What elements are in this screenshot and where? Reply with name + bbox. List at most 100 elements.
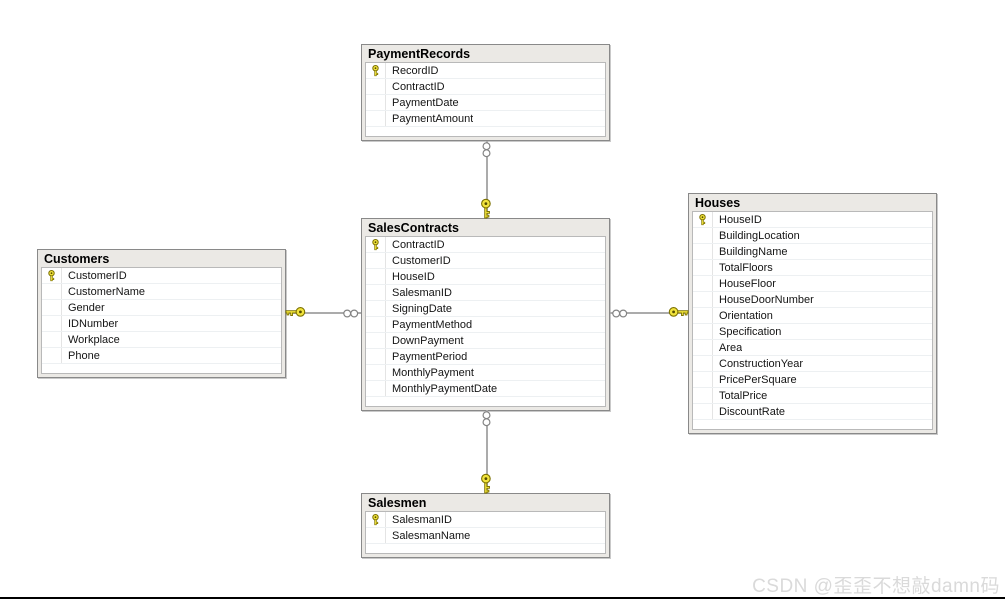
- table-row[interactable]: HouseID: [693, 212, 932, 228]
- field-name: PaymentAmount: [392, 112, 474, 125]
- field-name: BuildingName: [719, 245, 788, 258]
- field-name: RecordID: [392, 64, 439, 77]
- field-name: DiscountRate: [719, 405, 786, 418]
- key-cell: [693, 324, 713, 339]
- table-row[interactable]: DiscountRate: [693, 404, 932, 420]
- relationship-line-customers-salescontracts[interactable]: [286, 312, 361, 314]
- field-name: DownPayment: [392, 334, 464, 347]
- field-name: SigningDate: [392, 302, 452, 315]
- table-row[interactable]: TotalFloors: [693, 260, 932, 276]
- key-cell: [366, 95, 386, 110]
- table-row[interactable]: CustomerID: [366, 253, 605, 269]
- table-row[interactable]: BuildingName: [693, 244, 932, 260]
- key-cell: [366, 349, 386, 364]
- table-row[interactable]: SigningDate: [366, 301, 605, 317]
- table-row[interactable]: Orientation: [693, 308, 932, 324]
- many-end-infinity-icon: [340, 307, 362, 320]
- table-row[interactable]: MonthlyPaymentDate: [366, 381, 605, 397]
- many-end-infinity-icon: [481, 139, 494, 161]
- table-title[interactable]: Salesmen: [368, 496, 427, 510]
- table-row[interactable]: Specification: [693, 324, 932, 340]
- table-row[interactable]: HouseDoorNumber: [693, 292, 932, 308]
- field-name: SalesmanID: [392, 286, 452, 299]
- table-title[interactable]: Customers: [44, 252, 110, 266]
- field-name: CustomerID: [68, 269, 127, 282]
- key-cell: [42, 284, 62, 299]
- field-name: CustomerID: [392, 254, 451, 267]
- field-name: PricePerSquare: [719, 373, 797, 386]
- key-cell: [366, 269, 386, 284]
- table-row[interactable]: Area: [693, 340, 932, 356]
- field-name: PaymentDate: [392, 96, 459, 109]
- field-name: ConstructionYear: [719, 357, 803, 370]
- table-row[interactable]: PaymentMethod: [366, 317, 605, 333]
- table-row[interactable]: Gender: [42, 300, 281, 316]
- table-row[interactable]: RecordID: [366, 63, 605, 79]
- primary-key-icon: [693, 212, 713, 227]
- table-title[interactable]: Houses: [695, 196, 741, 210]
- table-row[interactable]: CustomerID: [42, 268, 281, 284]
- field-name: Orientation: [719, 309, 773, 322]
- table-row[interactable]: ContractID: [366, 237, 605, 253]
- field-name: ContractID: [392, 238, 445, 251]
- table-row[interactable]: HouseFloor: [693, 276, 932, 292]
- relationship-line-salescontracts-paymentrecords[interactable]: [486, 141, 488, 218]
- key-cell: [366, 253, 386, 268]
- table-row[interactable]: BuildingLocation: [693, 228, 932, 244]
- table-title[interactable]: SalesContracts: [368, 221, 460, 235]
- table-row[interactable]: PricePerSquare: [693, 372, 932, 388]
- key-cell: [693, 276, 713, 291]
- key-cell: [366, 285, 386, 300]
- field-name: TotalFloors: [719, 261, 773, 274]
- table-row[interactable]: HouseID: [366, 269, 605, 285]
- table-row[interactable]: IDNumber: [42, 316, 281, 332]
- primary-key-icon: [42, 268, 62, 283]
- table-title[interactable]: PaymentRecords: [368, 47, 471, 61]
- table-row[interactable]: Workplace: [42, 332, 281, 348]
- many-end-infinity-icon: [609, 307, 631, 320]
- table-row[interactable]: TotalPrice: [693, 388, 932, 404]
- table-row[interactable]: SalesmanName: [366, 528, 605, 544]
- table-row[interactable]: PaymentDate: [366, 95, 605, 111]
- field-name: IDNumber: [68, 317, 119, 330]
- table-row[interactable]: SalesmanID: [366, 285, 605, 301]
- key-cell: [42, 332, 62, 347]
- field-name: PaymentPeriod: [392, 350, 468, 363]
- field-name: HouseFloor: [719, 277, 776, 290]
- table-row[interactable]: CustomerName: [42, 284, 281, 300]
- field-name: HouseID: [392, 270, 435, 283]
- field-name: BuildingLocation: [719, 229, 800, 242]
- table-row[interactable]: PaymentPeriod: [366, 349, 605, 365]
- table-row[interactable]: ConstructionYear: [693, 356, 932, 372]
- table-row[interactable]: SalesmanID: [366, 512, 605, 528]
- field-name: PaymentMethod: [392, 318, 473, 331]
- relationship-line-houses-salescontracts[interactable]: [610, 312, 688, 314]
- primary-key-icon: [366, 63, 386, 78]
- key-cell: [366, 111, 386, 126]
- table-row[interactable]: ContractID: [366, 79, 605, 95]
- key-cell: [366, 528, 386, 543]
- one-end-key-icon: [481, 198, 494, 220]
- one-end-key-icon: [668, 307, 690, 320]
- relationship-line-salesmen-salescontracts[interactable]: [486, 410, 488, 493]
- table-row[interactable]: PaymentAmount: [366, 111, 605, 127]
- table-empty-row: [366, 397, 605, 406]
- field-name: Specification: [719, 325, 782, 338]
- key-cell: [366, 301, 386, 316]
- key-cell: [693, 372, 713, 387]
- field-name: Area: [719, 341, 743, 354]
- table-row[interactable]: Phone: [42, 348, 281, 364]
- primary-key-icon: [366, 512, 386, 527]
- table-row[interactable]: MonthlyPayment: [366, 365, 605, 381]
- primary-key-icon: [366, 237, 386, 252]
- table-row[interactable]: DownPayment: [366, 333, 605, 349]
- many-end-infinity-icon: [481, 408, 494, 430]
- key-cell: [366, 317, 386, 332]
